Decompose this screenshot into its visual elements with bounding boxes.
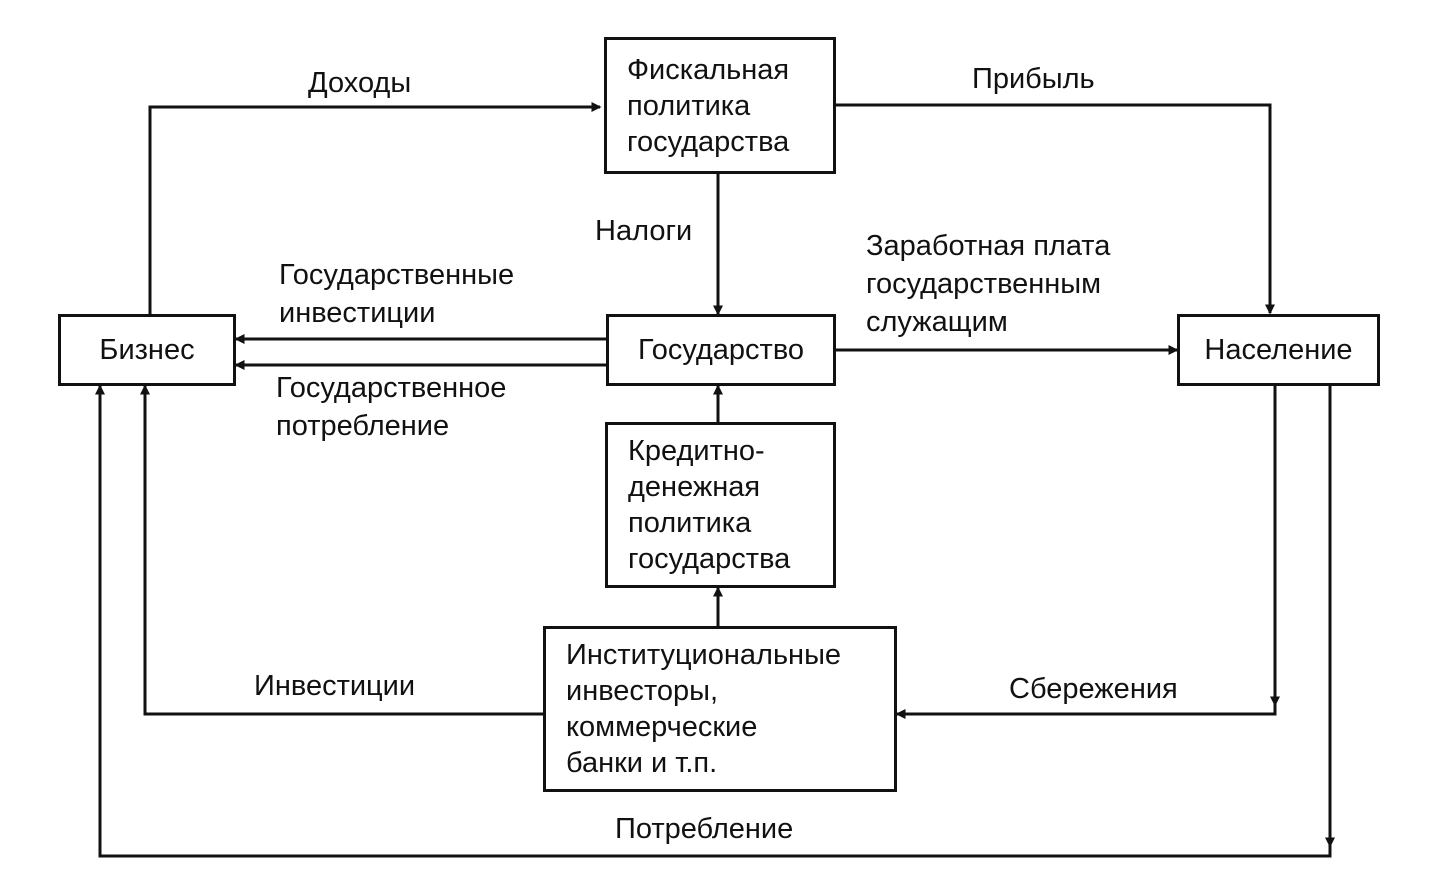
node-business: Бизнес: [58, 314, 236, 386]
label-profit: Прибыль: [972, 63, 1095, 95]
label-salaries: Заработная плата государственным служащи…: [866, 230, 1111, 338]
label-gov-investment: Государственные инвестиции: [279, 259, 515, 329]
label-income: Доходы: [308, 67, 412, 99]
arrow-profit: [835, 103, 1275, 315]
arrow-income: [148, 102, 602, 314]
label-gov-consumption: Государственное потребление: [276, 372, 507, 442]
label-consumption: Потребление: [615, 813, 794, 845]
arrow-investment: [140, 384, 543, 716]
node-population: Население: [1177, 314, 1380, 386]
arrow-savings: [895, 386, 1277, 719]
label-investment: Инвестиции: [254, 670, 416, 702]
arrow-consumption: [95, 384, 1332, 858]
node-monetary-policy: Кредитно- денежная политика государства: [605, 422, 836, 588]
node-state: Государство: [606, 314, 836, 386]
label-savings: Сбережения: [1009, 673, 1178, 705]
node-fiscal-policy: Фискальная политика государства: [604, 37, 836, 174]
label-taxes: Налоги: [595, 215, 693, 247]
node-institutional-investors: Институциональные инвесторы, коммерчески…: [543, 626, 897, 792]
